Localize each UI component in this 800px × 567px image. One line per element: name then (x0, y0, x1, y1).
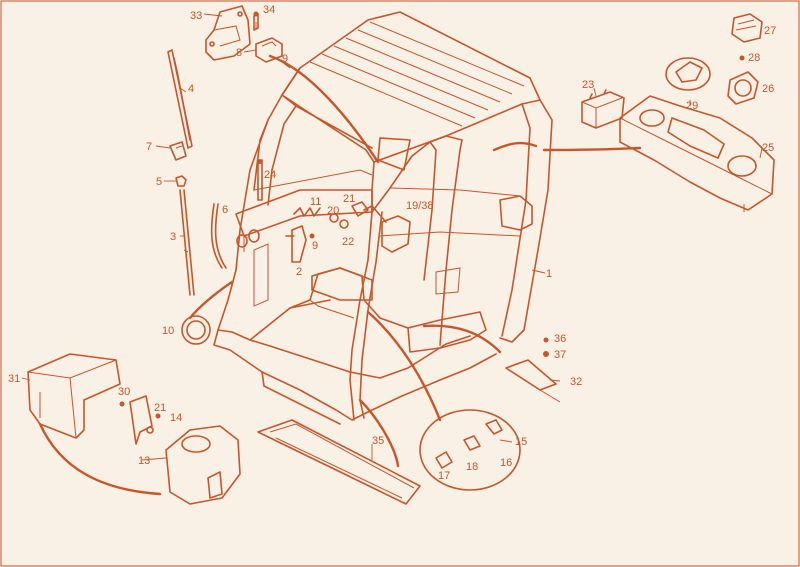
callout-2: 2 (296, 266, 302, 278)
callout-27: 27 (764, 25, 776, 37)
detail-circle-15-18 (419, 409, 521, 491)
part-4-wiper-arm (167, 49, 193, 149)
part-26-fan (727, 71, 759, 105)
part-25-console (619, 95, 775, 212)
callout-22: 22 (342, 236, 354, 248)
callout-30: 30 (118, 386, 130, 398)
callout-21-top: 21 (343, 193, 355, 205)
callout-3: 3 (170, 231, 176, 243)
callout-34: 34 (263, 4, 275, 16)
callout-17: 17 (438, 470, 450, 482)
callout-9-top: 9 (282, 53, 288, 65)
callout-15: 15 (515, 436, 527, 448)
callout-29: 29 (686, 100, 698, 112)
callout-labels: 33 34 8 9 4 7 5 24 6 3 11 21 20 19/38 22… (8, 4, 776, 482)
part-23-battery (581, 89, 625, 129)
callout-8: 8 (236, 47, 242, 59)
callout-35: 35 (372, 435, 384, 447)
part-6-seal (210, 203, 227, 269)
leader-lines (21, 13, 763, 461)
callout-16: 16 (500, 457, 512, 469)
callout-32: 32 (570, 376, 582, 388)
part-20-22-fittings (329, 201, 369, 229)
part-24-antenna (257, 159, 263, 201)
part-27-fan-cover (731, 13, 763, 43)
callout-1: 1 (546, 268, 552, 280)
callout-5: 5 (156, 176, 162, 188)
callout-19-38: 19/38 (406, 200, 434, 212)
callout-33: 33 (190, 10, 202, 22)
cab-frame (213, 11, 553, 425)
callout-31: 31 (8, 373, 20, 385)
part-3-rod (179, 189, 195, 296)
part-14-21-30-bracket (119, 395, 161, 445)
callout-9-mid: 9 (312, 240, 318, 252)
part-8-switch (255, 37, 283, 63)
callout-4: 4 (188, 83, 194, 95)
part-5-nut (175, 175, 187, 187)
callout-26: 26 (762, 83, 774, 95)
part-10-ring (181, 315, 211, 345)
callout-18: 18 (466, 461, 478, 473)
callout-11: 11 (310, 196, 321, 208)
part-7-wiper-motor (169, 141, 187, 161)
callout-14: 14 (170, 412, 182, 424)
part-13-tank (165, 425, 241, 505)
callout-28: 28 (748, 52, 760, 64)
callout-24: 24 (264, 169, 276, 181)
callout-13: 13 (138, 455, 150, 467)
part-34-bolt (253, 11, 259, 31)
callout-21-bottom: 21 (154, 402, 166, 414)
callout-20: 20 (327, 205, 339, 217)
part-33-bracket (205, 5, 251, 61)
part-2-latch (285, 225, 307, 263)
callout-23: 23 (582, 79, 594, 91)
part-36-37-screws (543, 337, 549, 357)
callout-25: 25 (762, 142, 774, 154)
part-35-plate (257, 419, 421, 505)
callout-6: 6 (222, 204, 228, 216)
part-29-cover (665, 57, 711, 91)
part-31-cover (27, 353, 121, 439)
assembly-arrows (38, 54, 642, 496)
part-32-plate (505, 359, 561, 403)
callout-36: 36 (554, 333, 566, 345)
part-28-screw (739, 55, 745, 61)
part-11-spring (293, 207, 321, 217)
callout-7: 7 (146, 141, 152, 153)
callout-10: 10 (162, 325, 174, 337)
callout-37: 37 (554, 349, 566, 361)
part-19-38-mirror (363, 205, 411, 253)
part-9-screws (309, 233, 315, 239)
